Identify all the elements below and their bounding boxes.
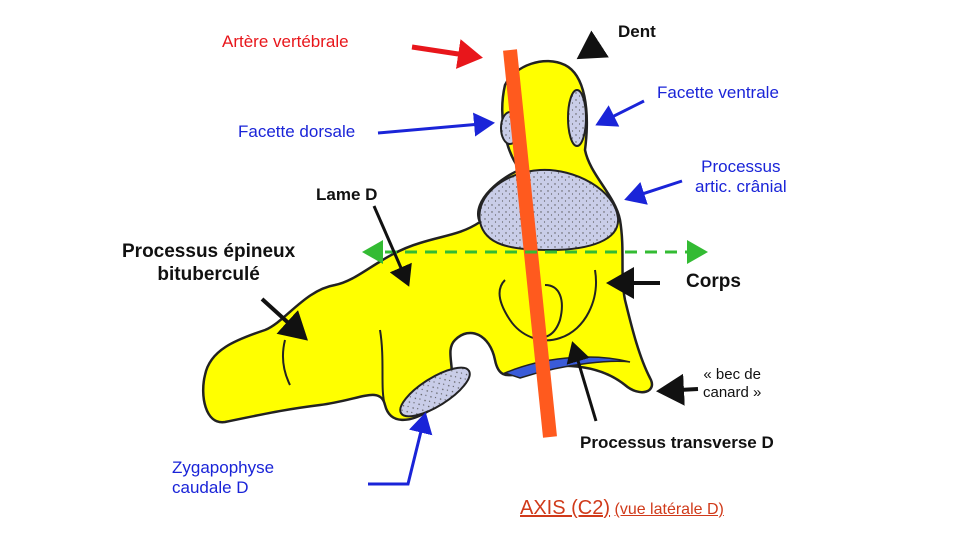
label-zygapophyse-line1: Zygapophyse [172,458,275,477]
spinous-contour [281,339,291,386]
arrow-lame [372,205,412,287]
caption-subtitle: (vue latérale D) [614,501,724,518]
zygapophyse-shape [399,366,471,418]
label-bec-de-canard: « bec de canard » [703,366,761,402]
arrow-bec [656,373,699,406]
label-processus-artic-cranial: Processus artic. crânial [695,157,787,198]
label-processus-transverse: Processus transverse D [580,433,774,452]
label-bec-line2: canard » [703,384,762,401]
label-corps: Corps [686,271,741,292]
label-processus-artic-line1: Processus [701,157,781,176]
caption-title: AXIS (C2) [520,497,611,519]
label-processus-epineux: Processus épineux bituberculé [122,241,295,287]
arrow-facette-dorsale [377,112,495,137]
arrow-processus-epineux [260,297,308,341]
arrow-artere [411,39,483,69]
arrow-processus-artic [624,179,683,205]
label-processus-artic-line2: artic. crânial [695,177,787,197]
facette-ventrale-shape [567,89,587,147]
label-processus-epineux-line2: bituberculé [157,263,260,285]
arrow-facette-ventrale [595,99,645,127]
label-lame-d: Lame D [316,185,378,204]
label-dent: Dent [618,22,656,41]
label-bec-line1: « bec de [703,366,761,383]
figure-caption: AXIS (C2) (vue latérale D) [520,497,724,520]
label-processus-epineux-line1: Processus épineux [122,241,296,262]
label-facette-dorsale: Facette dorsale [238,122,356,141]
label-artere-vertebrale: Artère vertébrale [222,32,349,51]
label-facette-ventrale: Facette ventrale [657,83,779,102]
arrow-processus-transverse [566,341,598,422]
label-zygapophyse-caudale: Zygapophyse caudale D [172,458,274,499]
lamina-contour [379,329,386,406]
arrow-dent [576,30,609,60]
label-zygapophyse-line2: caudale D [172,478,249,498]
arrow-zygapophyse [368,412,433,486]
